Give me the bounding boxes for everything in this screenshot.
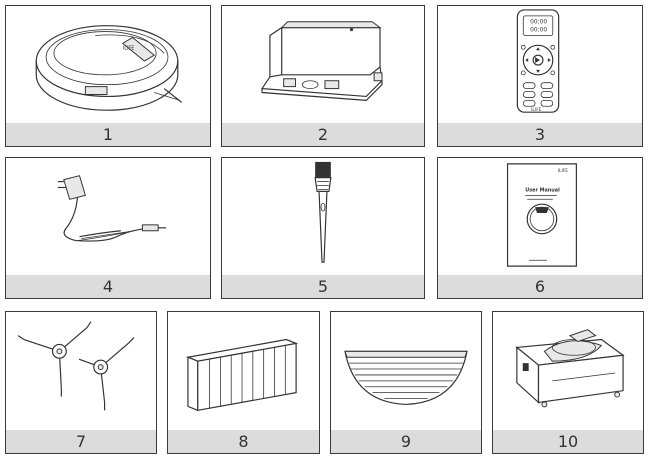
power-adapter-illustration	[6, 158, 210, 275]
charging-dock-icon	[260, 21, 383, 101]
panel-label: 1	[6, 123, 210, 146]
user-manual-icon: ILIFE User Manual	[506, 163, 577, 267]
panel-side-brushes: 7	[5, 311, 157, 454]
side-brushes-icon	[17, 321, 135, 411]
water-tank-illustration	[493, 312, 643, 430]
filter-illustration	[168, 312, 319, 430]
panel-power-adapter: 4	[5, 157, 211, 299]
cleaning-brush-icon	[314, 161, 332, 263]
panel-mop-cloth: 9	[330, 311, 482, 454]
remote-control-illustration: 00:00 00:00 ILIFE	[438, 6, 642, 123]
panel-charging-dock: 2	[221, 5, 425, 147]
cleaning-brush-illustration	[222, 158, 424, 275]
remote-time1: 00:00	[530, 20, 547, 26]
mop-cloth-icon	[344, 350, 468, 406]
panel-label: 8	[168, 430, 319, 453]
water-tank-icon	[515, 329, 625, 408]
robot-vacuum-icon: ILIFE	[35, 25, 183, 111]
panel-label: 3	[438, 123, 642, 146]
vacuum-brand-text: ILIFE	[123, 45, 135, 51]
panel-water-tank: 10	[492, 311, 644, 454]
manual-title: User Manual	[525, 187, 560, 193]
panel-remote-control: 00:00 00:00 ILIFE 3	[437, 5, 643, 147]
remote-control-icon: 00:00 00:00 ILIFE	[516, 9, 560, 113]
panel-robot-vacuum: ILIFE 1	[5, 5, 211, 147]
remote-brand-text: ILIFE	[531, 107, 542, 113]
panel-filter: 8	[167, 311, 320, 454]
panel-label: 2	[222, 123, 424, 146]
power-adapter-icon	[57, 175, 167, 242]
charging-dock-illustration	[222, 6, 424, 123]
panel-label: 9	[331, 430, 481, 453]
mop-cloth-illustration	[331, 312, 481, 430]
remote-time2: 00:00	[530, 28, 547, 34]
panel-cleaning-brush: 5	[221, 157, 425, 299]
panel-label: 5	[222, 275, 424, 298]
side-brushes-illustration	[6, 312, 156, 430]
filter-icon	[185, 338, 299, 412]
user-manual-illustration: ILIFE User Manual	[438, 158, 642, 275]
manual-brand-text: ILIFE	[558, 168, 569, 174]
panel-label: 7	[6, 430, 156, 453]
panel-label: 10	[493, 430, 643, 453]
robot-vacuum-illustration: ILIFE	[6, 6, 210, 123]
panel-label: 6	[438, 275, 642, 298]
panel-user-manual: ILIFE User Manual 6	[437, 157, 643, 299]
panel-label: 4	[6, 275, 210, 298]
